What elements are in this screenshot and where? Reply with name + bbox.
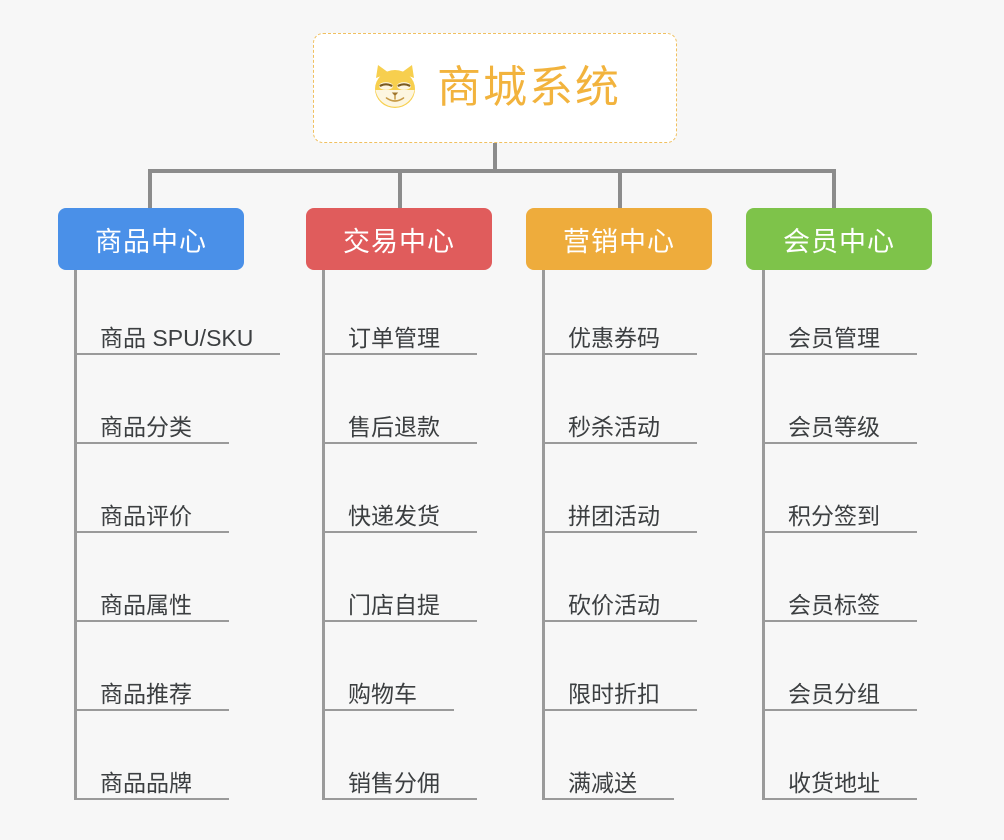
- leaf-item-3-1[interactable]: 优惠券码: [545, 315, 697, 355]
- leaf-item-1-1[interactable]: 商品 SPU/SKU: [77, 315, 280, 355]
- connector-drop-1: [148, 169, 152, 209]
- leaf-item-4-4[interactable]: 会员标签: [765, 582, 917, 622]
- leaf-label-3-6: 满减送: [568, 769, 637, 796]
- leaf-item-2-1[interactable]: 订单管理: [325, 315, 477, 355]
- leaf-label-1-4: 商品属性: [100, 591, 192, 618]
- root-node-shop-system[interactable]: 商城系统: [313, 33, 677, 143]
- leaf-label-1-6: 商品品牌: [100, 769, 192, 796]
- leaf-label-2-1: 订单管理: [348, 324, 440, 351]
- leaf-label-4-4: 会员标签: [788, 591, 880, 618]
- leaf-item-3-5[interactable]: 限时折扣: [545, 671, 697, 711]
- category-label-1: 商品中心: [95, 226, 207, 257]
- leaf-label-2-6: 销售分佣: [348, 769, 440, 796]
- leaf-label-1-2: 商品分类: [100, 413, 192, 440]
- leaf-label-3-4: 砍价活动: [568, 591, 660, 618]
- leaf-label-4-1: 会员管理: [788, 324, 880, 351]
- leaf-label-2-2: 售后退款: [348, 413, 440, 440]
- leaf-label-4-6: 收货地址: [788, 769, 880, 796]
- column-trunk-3: [542, 270, 545, 800]
- leaf-label-3-5: 限时折扣: [568, 680, 660, 707]
- category-box-3[interactable]: 营销中心: [526, 208, 712, 270]
- category-box-2[interactable]: 交易中心: [306, 208, 492, 270]
- leaf-label-4-2: 会员等级: [788, 413, 880, 440]
- leaf-label-4-3: 积分签到: [788, 502, 880, 529]
- leaf-label-4-5: 会员分组: [788, 680, 880, 707]
- category-label-4: 会员中心: [783, 226, 895, 257]
- leaf-item-2-2[interactable]: 售后退款: [325, 404, 477, 444]
- leaf-item-3-3[interactable]: 拼团活动: [545, 493, 697, 533]
- connector-drop-3: [618, 169, 622, 209]
- root-title: 商城系统: [437, 63, 621, 112]
- connector-horizontal-bus: [148, 169, 836, 173]
- leaf-label-3-3: 拼团活动: [568, 502, 660, 529]
- leaf-item-3-4[interactable]: 砍价活动: [545, 582, 697, 622]
- leaf-label-2-5: 购物车: [348, 680, 417, 707]
- category-label-3: 营销中心: [563, 226, 675, 257]
- leaf-item-3-6[interactable]: 满减送: [545, 760, 674, 800]
- leaf-item-1-5[interactable]: 商品推荐: [77, 671, 229, 711]
- leaf-item-1-6[interactable]: 商品品牌: [77, 760, 229, 800]
- leaf-item-4-1[interactable]: 会员管理: [765, 315, 917, 355]
- leaf-item-2-6[interactable]: 销售分佣: [325, 760, 477, 800]
- leaf-label-1-1: 商品 SPU/SKU: [100, 324, 254, 351]
- leaf-item-3-2[interactable]: 秒杀活动: [545, 404, 697, 444]
- leaf-item-1-4[interactable]: 商品属性: [77, 582, 229, 622]
- category-label-2: 交易中心: [343, 226, 455, 257]
- column-trunk-2: [322, 270, 325, 800]
- leaf-item-4-5[interactable]: 会员分组: [765, 671, 917, 711]
- leaf-item-2-3[interactable]: 快递发货: [325, 493, 477, 533]
- connector-drop-2: [398, 169, 402, 209]
- category-box-4[interactable]: 会员中心: [746, 208, 932, 270]
- leaf-label-3-1: 优惠券码: [568, 324, 660, 351]
- column-trunk-4: [762, 270, 765, 800]
- leaf-label-2-4: 门店自提: [348, 591, 440, 618]
- leaf-item-2-5[interactable]: 购物车: [325, 671, 454, 711]
- shiba-dog-face-icon: [369, 62, 421, 114]
- connector-drop-4: [832, 169, 836, 209]
- leaf-item-1-2[interactable]: 商品分类: [77, 404, 229, 444]
- leaf-label-1-5: 商品推荐: [100, 680, 192, 707]
- leaf-item-1-3[interactable]: 商品评价: [77, 493, 229, 533]
- leaf-label-2-3: 快递发货: [348, 502, 440, 529]
- leaf-item-2-4[interactable]: 门店自提: [325, 582, 477, 622]
- connector-root-stem: [493, 143, 497, 171]
- leaf-label-1-3: 商品评价: [100, 502, 192, 529]
- leaf-item-4-2[interactable]: 会员等级: [765, 404, 917, 444]
- leaf-label-3-2: 秒杀活动: [568, 413, 660, 440]
- column-trunk-1: [74, 270, 77, 800]
- leaf-item-4-6[interactable]: 收货地址: [765, 760, 917, 800]
- leaf-item-4-3[interactable]: 积分签到: [765, 493, 917, 533]
- category-box-1[interactable]: 商品中心: [58, 208, 244, 270]
